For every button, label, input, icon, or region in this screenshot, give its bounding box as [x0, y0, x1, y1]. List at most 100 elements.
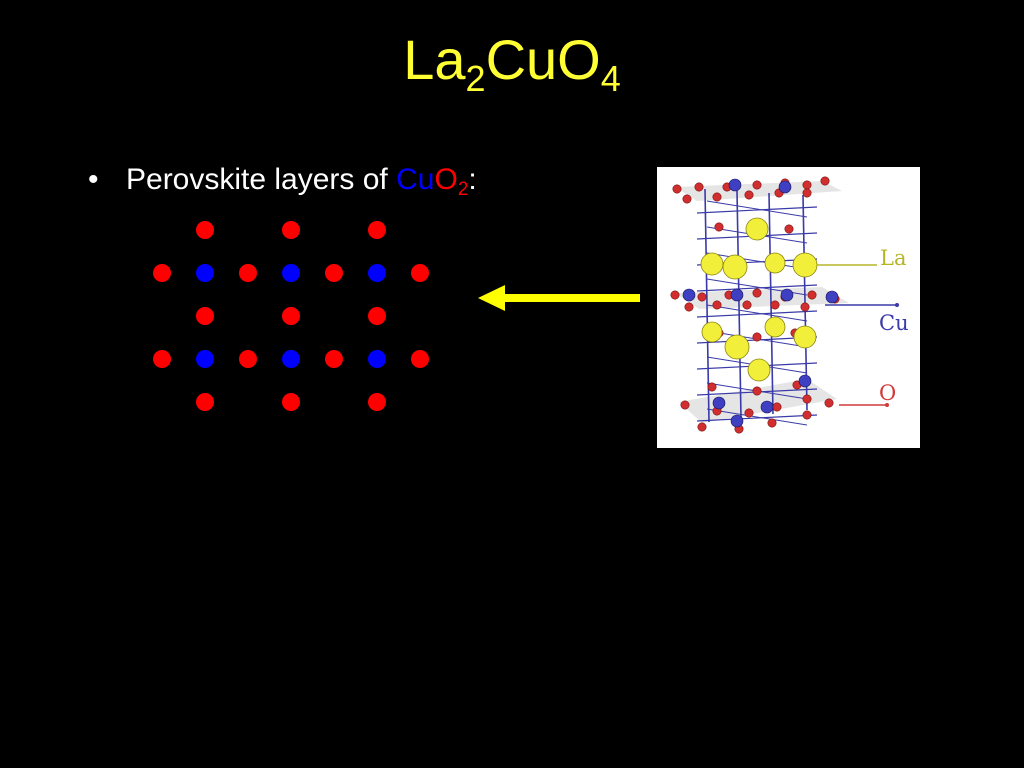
horizontal-bond: [706, 304, 808, 322]
crystal-cu-atom: [712, 396, 726, 410]
crystal-o-atom: [820, 176, 830, 186]
o-label-dot: [885, 403, 889, 407]
vertical-bond: [736, 190, 742, 419]
horizontal-bond: [696, 414, 818, 422]
crystal-la-atom: [747, 358, 771, 382]
cu-label: Cu: [879, 311, 909, 335]
crystal-o-atom: [752, 288, 762, 298]
crystal-o-atom: [697, 422, 707, 432]
crystal-o-atom: [802, 188, 812, 198]
title-sub-2: 2: [465, 58, 486, 99]
crystal-la-atom: [764, 252, 786, 274]
horizontal-bond: [696, 206, 818, 214]
bullet-text: Perovskite layers of: [126, 163, 397, 196]
o-atom: [282, 393, 300, 411]
cu-atom: [196, 264, 214, 282]
crystal-lattice: [670, 176, 849, 434]
formula-sub-2: 2: [457, 179, 469, 200]
crystal-o-atom: [800, 302, 810, 312]
crystal-cu-atom: [798, 374, 812, 388]
o-atom: [196, 393, 214, 411]
cu-atom: [196, 350, 214, 368]
title-la: La: [403, 28, 466, 91]
cuo2-lattice-diagram: [153, 221, 429, 411]
crystal-cu-atom: [730, 288, 744, 302]
crystal-o-atom: [767, 418, 777, 428]
crystal-o-atom: [752, 386, 762, 396]
crystal-o-atom: [684, 302, 694, 312]
o-atom: [153, 350, 171, 368]
left-arrow-icon: [478, 285, 640, 311]
o-atom: [368, 307, 386, 325]
o-atom: [368, 221, 386, 239]
o-atom: [153, 264, 171, 282]
o-atom: [196, 221, 214, 239]
crystal-o-atom: [770, 300, 780, 310]
cu-atom: [368, 264, 386, 282]
bullet-item: • Perovskite layers of CuO2:: [88, 163, 477, 200]
o-atom: [239, 264, 257, 282]
o-atom: [196, 307, 214, 325]
crystal-cu-atom: [780, 288, 794, 302]
crystal-la-atom: [701, 321, 723, 343]
crystal-cu-atom: [728, 178, 742, 192]
cuo2-plane: [679, 379, 837, 423]
cu-atom: [282, 350, 300, 368]
slide-title: La2CuO4: [0, 32, 1024, 97]
la2cuo4-crystal-structure-illustration: La Cu O: [657, 167, 920, 448]
crystal-cu-atom: [682, 288, 696, 302]
o-atom: [411, 350, 429, 368]
crystal-o-atom: [712, 192, 722, 202]
formula-o: O: [434, 163, 458, 196]
bullet-colon: :: [468, 163, 477, 196]
crystal-cu-atom: [760, 400, 774, 414]
horizontal-bond: [706, 408, 808, 426]
crystal-o-atom: [744, 190, 754, 200]
vertical-bond: [802, 194, 808, 411]
crystal-la-atom: [722, 254, 748, 280]
horizontal-bond: [706, 252, 808, 270]
o-atom: [282, 307, 300, 325]
horizontal-bond: [696, 284, 818, 292]
crystal-o-atom: [742, 300, 752, 310]
crystal-o-atom: [714, 222, 724, 232]
crystal-o-atom: [680, 400, 690, 410]
o-atom: [325, 350, 343, 368]
crystal-la-atom: [792, 252, 818, 278]
crystal-la-atom: [745, 217, 769, 241]
crystal-o-atom: [772, 402, 782, 412]
crystal-la-atom: [793, 325, 817, 349]
horizontal-bond: [706, 200, 808, 218]
o-label: O: [879, 381, 896, 405]
crystal-o-atom: [802, 394, 812, 404]
crystal-o-atom: [752, 180, 762, 190]
o-atom: [325, 264, 343, 282]
title-cuo: CuO: [485, 28, 601, 91]
cu-label-dot: [895, 303, 899, 307]
crystal-cu-atom: [825, 290, 839, 304]
crystal-o-atom: [807, 290, 817, 300]
formula-cu: Cu: [396, 163, 435, 196]
bullet-marker: •: [88, 163, 99, 196]
arrow-head: [478, 285, 505, 311]
o-atom: [368, 393, 386, 411]
la-label: La: [880, 246, 906, 270]
crystal-o-atom: [824, 398, 834, 408]
crystal-la-atom: [764, 316, 786, 338]
crystal-o-atom: [802, 180, 812, 190]
crystal-la-atom: [700, 252, 724, 276]
o-atom: [282, 221, 300, 239]
crystal-o-atom: [752, 332, 762, 342]
crystal-legend: La Cu O: [817, 246, 909, 407]
crystal-o-atom: [694, 182, 704, 192]
title-sub-4: 4: [600, 58, 621, 99]
crystal-o-atom: [802, 410, 812, 420]
cu-atom: [282, 264, 300, 282]
crystal-la-atom: [724, 334, 750, 360]
horizontal-bond: [696, 310, 818, 318]
crystal-o-atom: [672, 184, 682, 194]
cu-atom: [368, 350, 386, 368]
o-atom: [239, 350, 257, 368]
crystal-o-atom: [697, 292, 707, 302]
crystal-o-atom: [712, 300, 722, 310]
